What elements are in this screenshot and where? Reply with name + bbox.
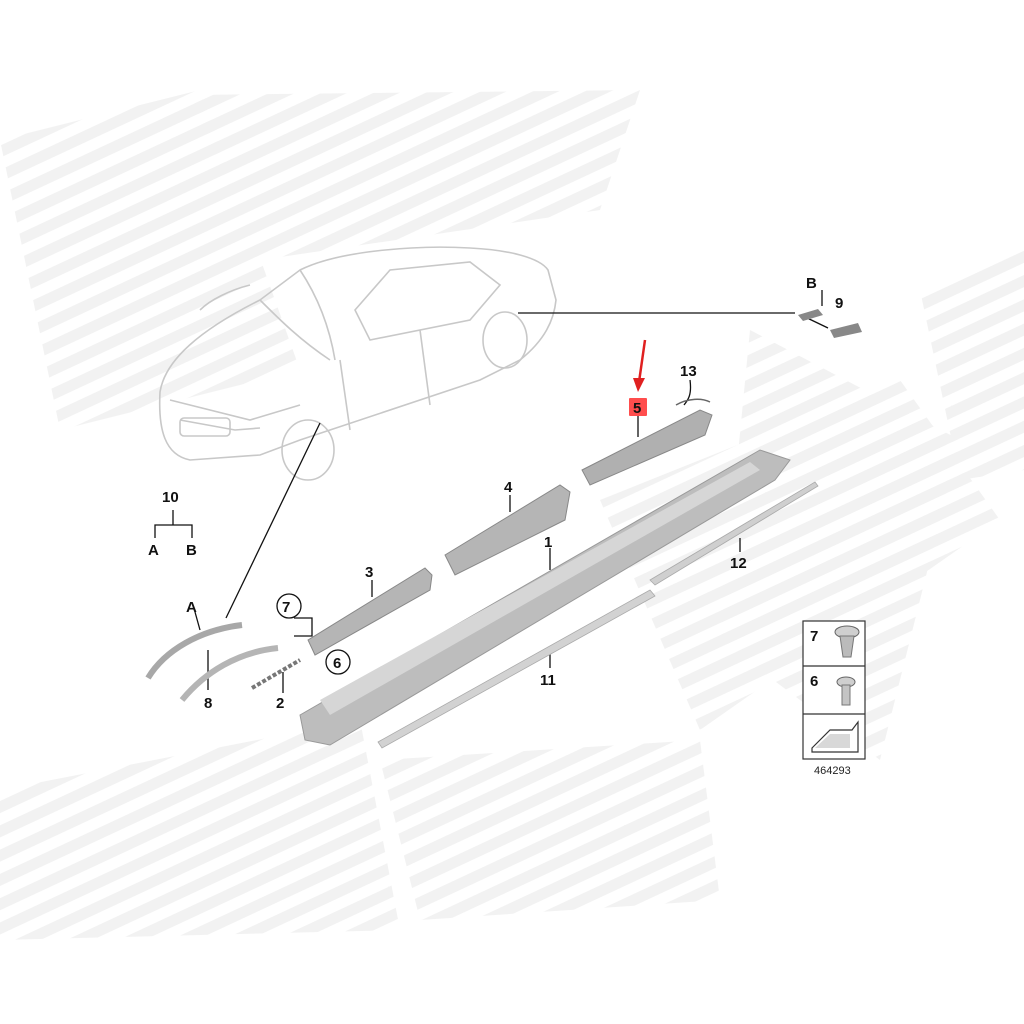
patch-b — [798, 309, 823, 321]
tree-label-b: B — [186, 542, 197, 559]
screw-icon — [836, 676, 856, 706]
seal-2 — [250, 658, 302, 690]
highlight-arrow-icon — [633, 339, 647, 392]
circle-6-icon — [325, 649, 351, 675]
bracket-4 — [444, 484, 571, 576]
trim-strip-12 — [649, 481, 819, 586]
bracket-3 — [307, 567, 433, 656]
callout-13: 13 — [680, 363, 697, 380]
callout-7: 7 — [282, 599, 290, 616]
callout-9: 9 — [835, 295, 843, 312]
car-outline-icon — [158, 246, 557, 481]
fastener-legend: 7 6 — [802, 620, 866, 760]
trim-strip-11 — [377, 589, 656, 749]
legend-label-7: 7 — [810, 628, 818, 645]
arch-trim-a — [145, 622, 243, 680]
patch-9 — [830, 323, 862, 338]
tree-label-a: A — [148, 542, 159, 559]
reference-number: 464293 — [814, 765, 851, 777]
leader-lines — [154, 290, 829, 693]
highlight-box — [629, 398, 647, 416]
callout-5: 5 — [633, 400, 641, 417]
callout-2: 2 — [276, 695, 284, 712]
callout-8: 8 — [204, 695, 212, 712]
callout-a: A — [186, 599, 197, 616]
callout-12: 12 — [730, 555, 747, 572]
callout-11: 11 — [540, 672, 556, 689]
legend-label-6: 6 — [810, 673, 818, 690]
shape-arrow-icon — [811, 720, 859, 753]
bracket-5 — [581, 409, 713, 486]
callout-b: B — [806, 275, 817, 292]
watermark — [0, 90, 1024, 940]
side-skirt-part — [299, 449, 791, 746]
callout-1: 1 — [544, 534, 552, 551]
callout-10: 10 — [162, 489, 179, 506]
clip-13 — [675, 398, 711, 406]
expanding-rivet-icon — [834, 625, 860, 658]
callout-4: 4 — [504, 479, 513, 496]
circle-7-icon — [276, 593, 302, 619]
callout-6: 6 — [333, 655, 341, 672]
callout-3: 3 — [365, 564, 373, 581]
arch-trim-8 — [179, 645, 279, 702]
